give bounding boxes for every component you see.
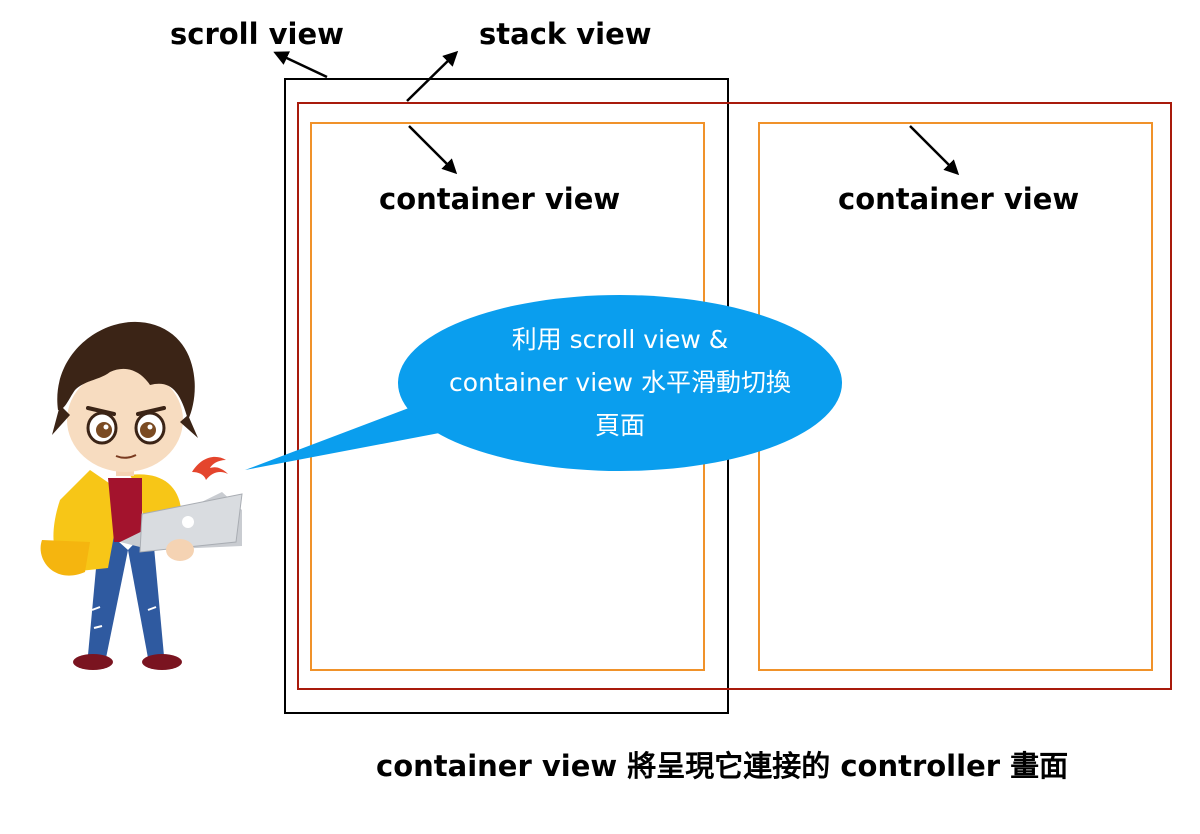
caption-text: container view 將呈現它連接的 controller 畫面	[376, 749, 1069, 783]
container-view-right-label: container view	[838, 182, 1080, 216]
scroll-view-arrow	[273, 51, 328, 79]
speech-bubble-line-3: 頁面	[594, 411, 645, 440]
stack-view-frame	[297, 102, 1172, 690]
container-view-right-arrow	[909, 125, 960, 176]
scroll-view-label: scroll view	[170, 17, 344, 51]
speech-bubble-tail	[245, 400, 455, 470]
boy-with-laptop-icon	[40, 321, 243, 670]
stack-view-arrow	[406, 50, 459, 102]
speech-bubble-line-2: container view 水平滑動切換	[449, 368, 791, 397]
speech-bubble-body	[398, 295, 842, 471]
speech-bubble-line-1: 利用 scroll view &	[511, 325, 729, 354]
stack-view-label: stack view	[479, 17, 652, 51]
container-view-left-arrow	[408, 125, 458, 175]
swift-bird-icon	[192, 456, 228, 480]
container-view-left-label: container view	[379, 182, 621, 216]
